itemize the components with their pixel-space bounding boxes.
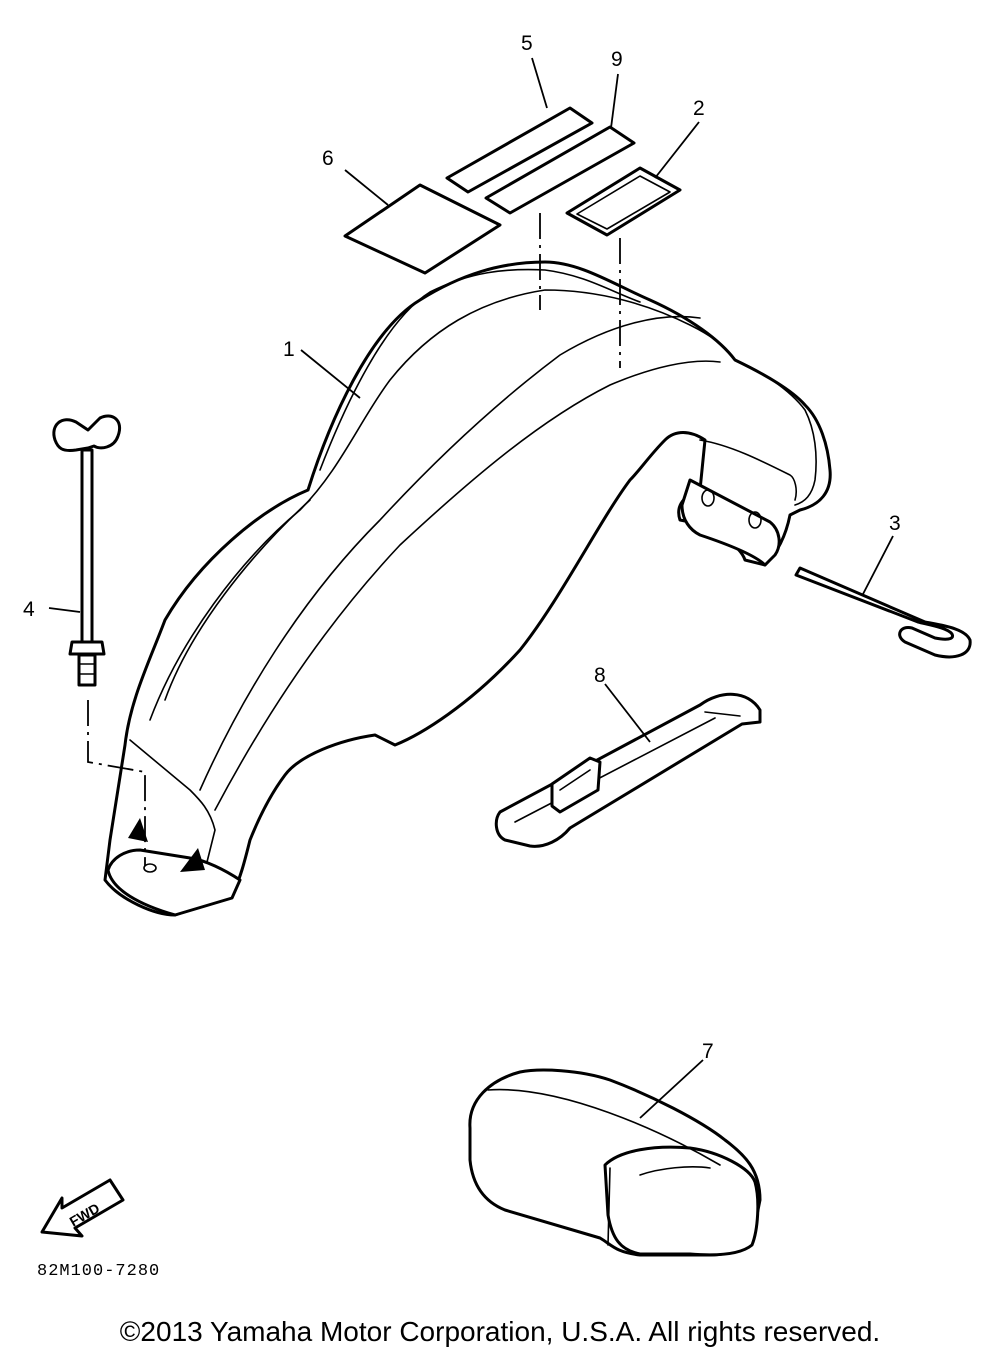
fender-rear-lip: [734, 359, 817, 506]
forward-arrow-icon: FWD: [40, 1178, 125, 1238]
wing-bolt-thread: [77, 653, 97, 687]
decal-plate-2-border: [576, 175, 671, 230]
tool-bag-flap: [603, 1145, 760, 1257]
callout-5: 5: [521, 32, 533, 55]
strap-edge: [514, 717, 716, 823]
tool-bag-flap-clasp: [639, 1166, 711, 1176]
leader-5: [531, 57, 548, 109]
decal-strip-9: [484, 125, 636, 215]
foot-bolt-hole: [143, 863, 157, 873]
wing-bolt-head: [52, 414, 121, 452]
fender-rear-flank: [699, 439, 797, 501]
leader-2: [654, 121, 700, 179]
callout-8: 8: [594, 664, 606, 687]
strap-buckle-slot: [559, 769, 591, 791]
fender-front-foot: [106, 848, 242, 917]
decal-sheet-6: [343, 183, 502, 275]
callout-3: 3: [889, 512, 901, 535]
part-7-tool-bag: [468, 1068, 762, 1257]
leader-3: [861, 535, 894, 597]
callout-6: 6: [322, 147, 334, 170]
fender-outline: [103, 260, 832, 917]
copyright-notice: ©2013 Yamaha Motor Corporation, U.S.A. A…: [119, 1316, 881, 1347]
bolt-alignment-line: [87, 700, 146, 866]
fender-rib-1: [164, 499, 311, 701]
fender-rear-bracket: [680, 478, 781, 567]
callout-2: 2: [693, 97, 705, 120]
foot-gusset-right: [180, 848, 205, 872]
decal-strip-5: [445, 106, 594, 194]
tool-bag-flap-edge: [607, 1167, 611, 1246]
callout-1: 1: [283, 338, 295, 361]
bracket-hole-left: [701, 489, 715, 507]
callout-9: 9: [611, 48, 623, 71]
callout-7: 7: [702, 1040, 714, 1063]
part-1-fender: [103, 260, 832, 917]
bracket-hole-right: [748, 511, 762, 529]
leader-6: [344, 169, 389, 206]
part-6-decal: [343, 183, 502, 275]
leader-4: [48, 607, 81, 613]
part-4-wing-bolt: [52, 414, 146, 866]
leader-1: [300, 349, 361, 399]
part-5-decal: [445, 106, 594, 194]
decal-plate-2: [565, 166, 682, 237]
wing-bolt-shank: [80, 448, 94, 644]
part-2-decal: [565, 166, 682, 237]
leader-9: [610, 73, 619, 129]
part-8-strap: [494, 692, 762, 848]
tool-bag-seam-top: [487, 1088, 721, 1166]
fender-rib-3: [214, 360, 721, 811]
strap-end-loop: [704, 711, 741, 717]
foot-gusset-left: [128, 818, 148, 842]
leader-8: [604, 683, 651, 743]
part-3-hook-pin: [794, 566, 972, 659]
leader-7: [639, 1059, 704, 1119]
fender-rib-2: [199, 315, 701, 791]
fender-side-contour: [149, 289, 736, 721]
wing-bolt-washer: [68, 640, 106, 656]
fender-inner-contour: [319, 268, 641, 471]
callout-4: 4: [23, 598, 35, 621]
hook-pin-body: [794, 566, 972, 659]
forward-arrow-shape: [40, 1178, 125, 1238]
part-9-decal: [484, 125, 636, 215]
diagram-ref-number: 82M100-7280: [37, 1262, 160, 1281]
strap-body: [494, 692, 762, 848]
